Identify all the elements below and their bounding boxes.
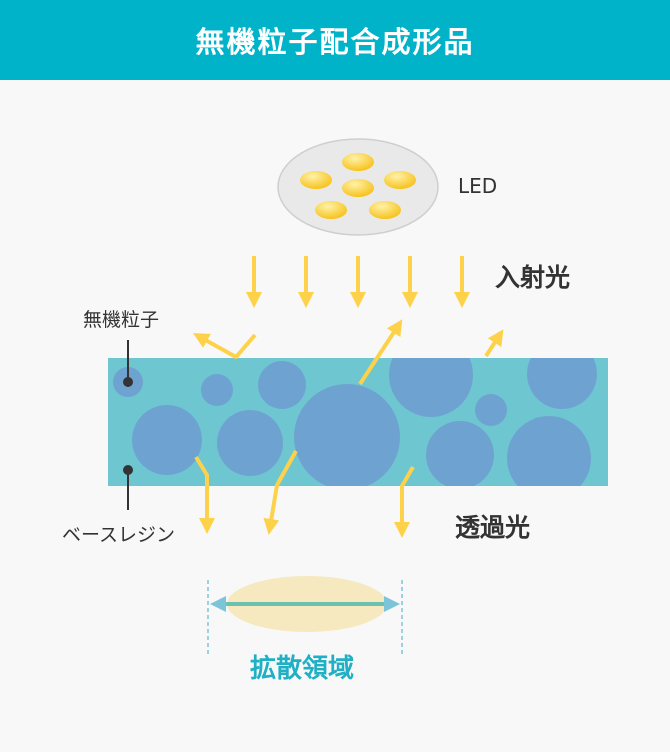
led-label: LED (458, 174, 498, 198)
diffusion-area (207, 576, 403, 656)
incident-arrows (246, 256, 470, 308)
page-title: 無機粒子配合成形品 (0, 0, 670, 80)
incident-light-label: 入射光 (495, 263, 571, 292)
led-icon (277, 138, 439, 236)
scattered-arrows (193, 319, 504, 538)
diffusion-diagram (108, 138, 608, 656)
inorganic-particle-label: 無機粒子 (83, 309, 160, 331)
diffusion-area-label: 拡散領域 (250, 654, 355, 684)
label-pointers (123, 340, 133, 510)
transmitted-light-label: 透過光 (455, 513, 531, 542)
base-resin-label: ベースレジン (62, 524, 176, 546)
base-resin (108, 358, 608, 486)
particles (113, 358, 597, 486)
